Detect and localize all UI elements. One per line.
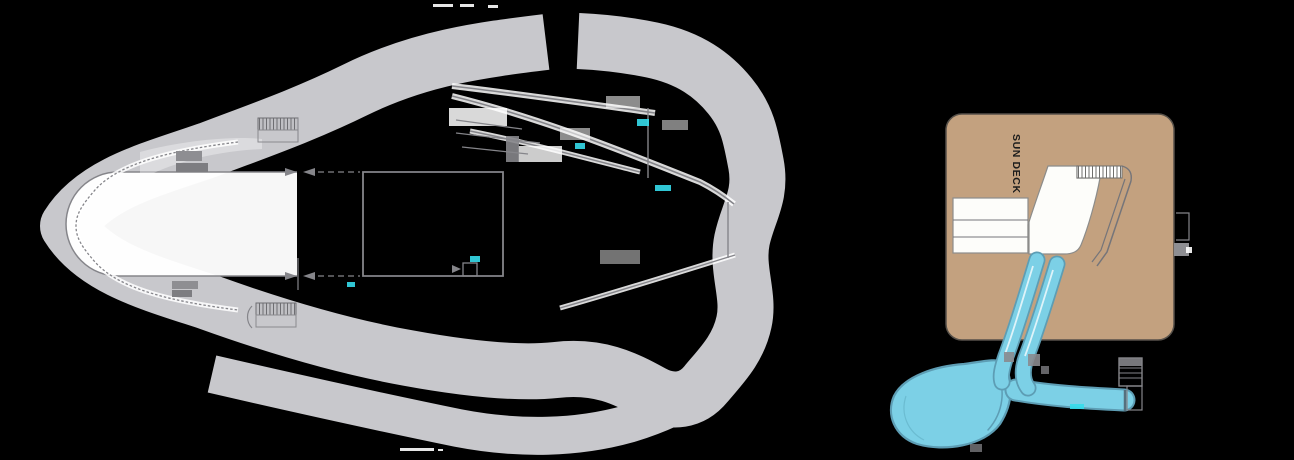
slide-platform [1028, 165, 1101, 255]
flume-lane-b [1014, 255, 1066, 397]
tower-deck-plan: SUN DECK [889, 113, 1192, 452]
access-stairs-hatch [1076, 165, 1132, 182]
deck-structures [952, 165, 1132, 267]
section-rectangle [362, 171, 504, 277]
label-smudge-nose-bottom [172, 281, 198, 297]
tail-band [207, 355, 713, 455]
stairs-icon-bottom [246, 302, 297, 329]
platform-railing [1091, 178, 1132, 267]
label-smudge-nose-top [176, 151, 208, 172]
annotation-smudges [347, 4, 688, 451]
deck-dimension-bracket [1174, 212, 1192, 256]
pool-water-line [903, 395, 925, 441]
stairs-icon-top [257, 117, 299, 143]
exit-ladder [1118, 357, 1143, 411]
support-smudges [970, 352, 1084, 452]
dimension-lines [285, 168, 360, 290]
pool-hairpin-outline [65, 138, 297, 313]
sun-deck-label: SUN DECK [1010, 134, 1022, 194]
slide-loop-plan [40, 4, 786, 455]
splash-pool [889, 359, 1012, 449]
main-loop-band [40, 13, 786, 428]
